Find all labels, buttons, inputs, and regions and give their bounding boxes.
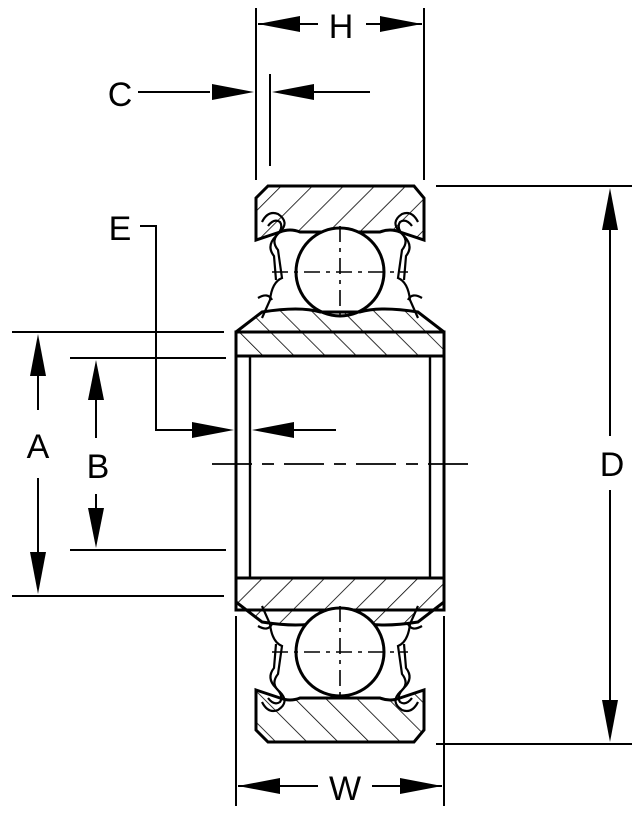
label-b: B — [87, 448, 110, 486]
dimension-a — [12, 331, 224, 597]
inner-ring-bore — [234, 330, 446, 612]
dimension-h — [255, 8, 425, 180]
ball-bottom — [272, 606, 408, 698]
label-h: H — [329, 8, 354, 46]
label-d: D — [600, 446, 625, 484]
label-w: W — [329, 770, 361, 808]
dimension-b — [70, 357, 226, 551]
label-a: A — [27, 428, 50, 466]
label-e: E — [109, 210, 132, 248]
dimension-e — [140, 225, 336, 438]
outer-ring-bottom — [254, 687, 426, 744]
dimension-w — [235, 616, 445, 806]
label-c: C — [108, 76, 133, 114]
seal-right-top — [394, 211, 423, 319]
seal-left-top — [257, 211, 286, 319]
ball-top — [272, 226, 408, 318]
dimension-d — [436, 185, 632, 745]
dimension-c — [138, 74, 370, 166]
